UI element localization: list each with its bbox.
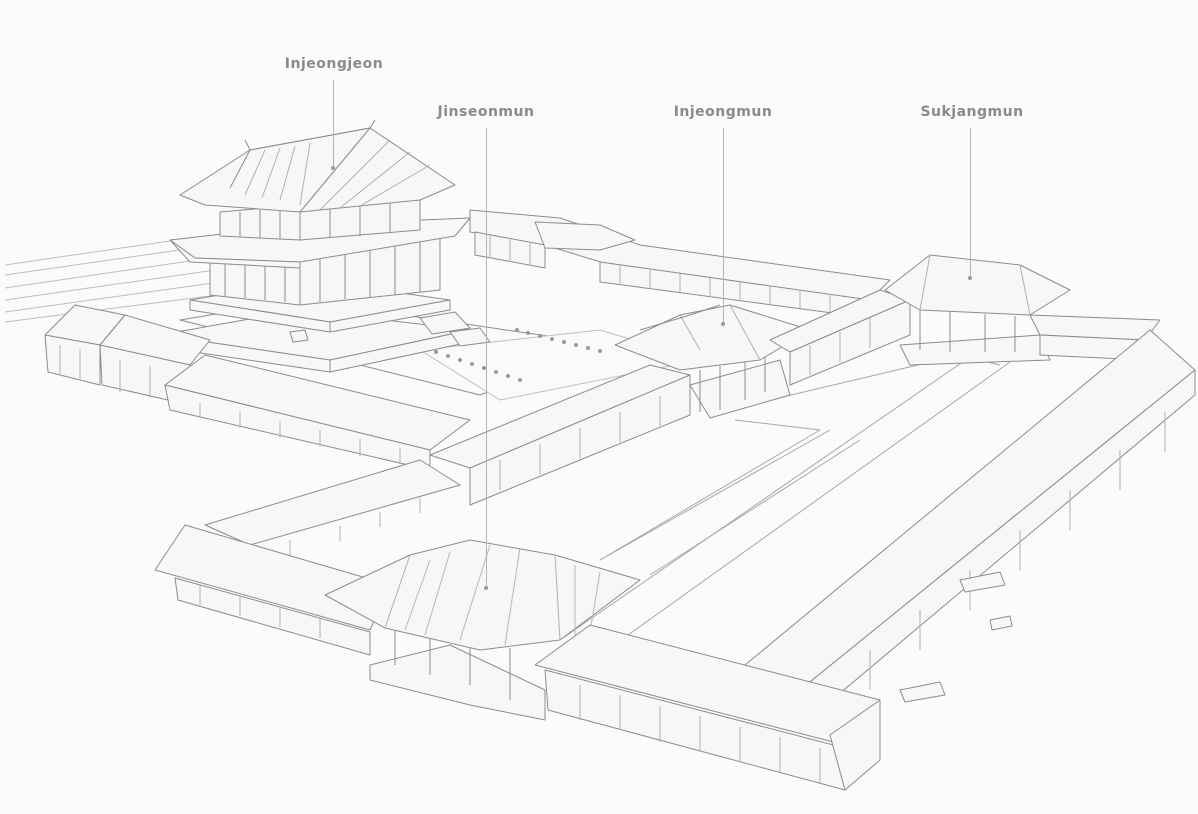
right-rear-corridor: [769, 289, 911, 386]
injeongmun-gate: [614, 304, 811, 419]
injeongmun-marker: [721, 322, 725, 326]
jinseonmun-leader: [486, 128, 487, 586]
courtyard-paths: [559, 349, 1011, 656]
jinseonmun-marker: [484, 586, 488, 590]
sukjangmun-leader: [970, 128, 971, 276]
sukjangmun-marker: [968, 276, 972, 280]
jinseonmun-gate: [324, 539, 641, 721]
west-front-corridor: [154, 459, 461, 656]
sukjangmun-gate: [884, 254, 1161, 366]
east-corridor: [744, 329, 1196, 711]
injeongmun-leader: [723, 128, 724, 322]
injeongjeon-marker: [331, 166, 335, 170]
label-sukjangmun: Sukjangmun: [920, 104, 1024, 120]
label-injeongmun: Injeongmun: [673, 104, 773, 120]
middle-corridor: [429, 364, 691, 506]
injeongjeon-hall: [159, 119, 491, 373]
left-terraces: [4, 237, 226, 323]
label-injeongjeon: Injeongjeon: [284, 56, 384, 72]
label-jinseonmun: Jinseonmun: [437, 104, 535, 120]
left-wing-buildings: [44, 304, 471, 471]
rank-stones: [434, 328, 602, 382]
rear-corridor: [469, 209, 891, 319]
injeongjeon-leader: [333, 80, 334, 166]
south-front-corridor: [534, 624, 881, 791]
